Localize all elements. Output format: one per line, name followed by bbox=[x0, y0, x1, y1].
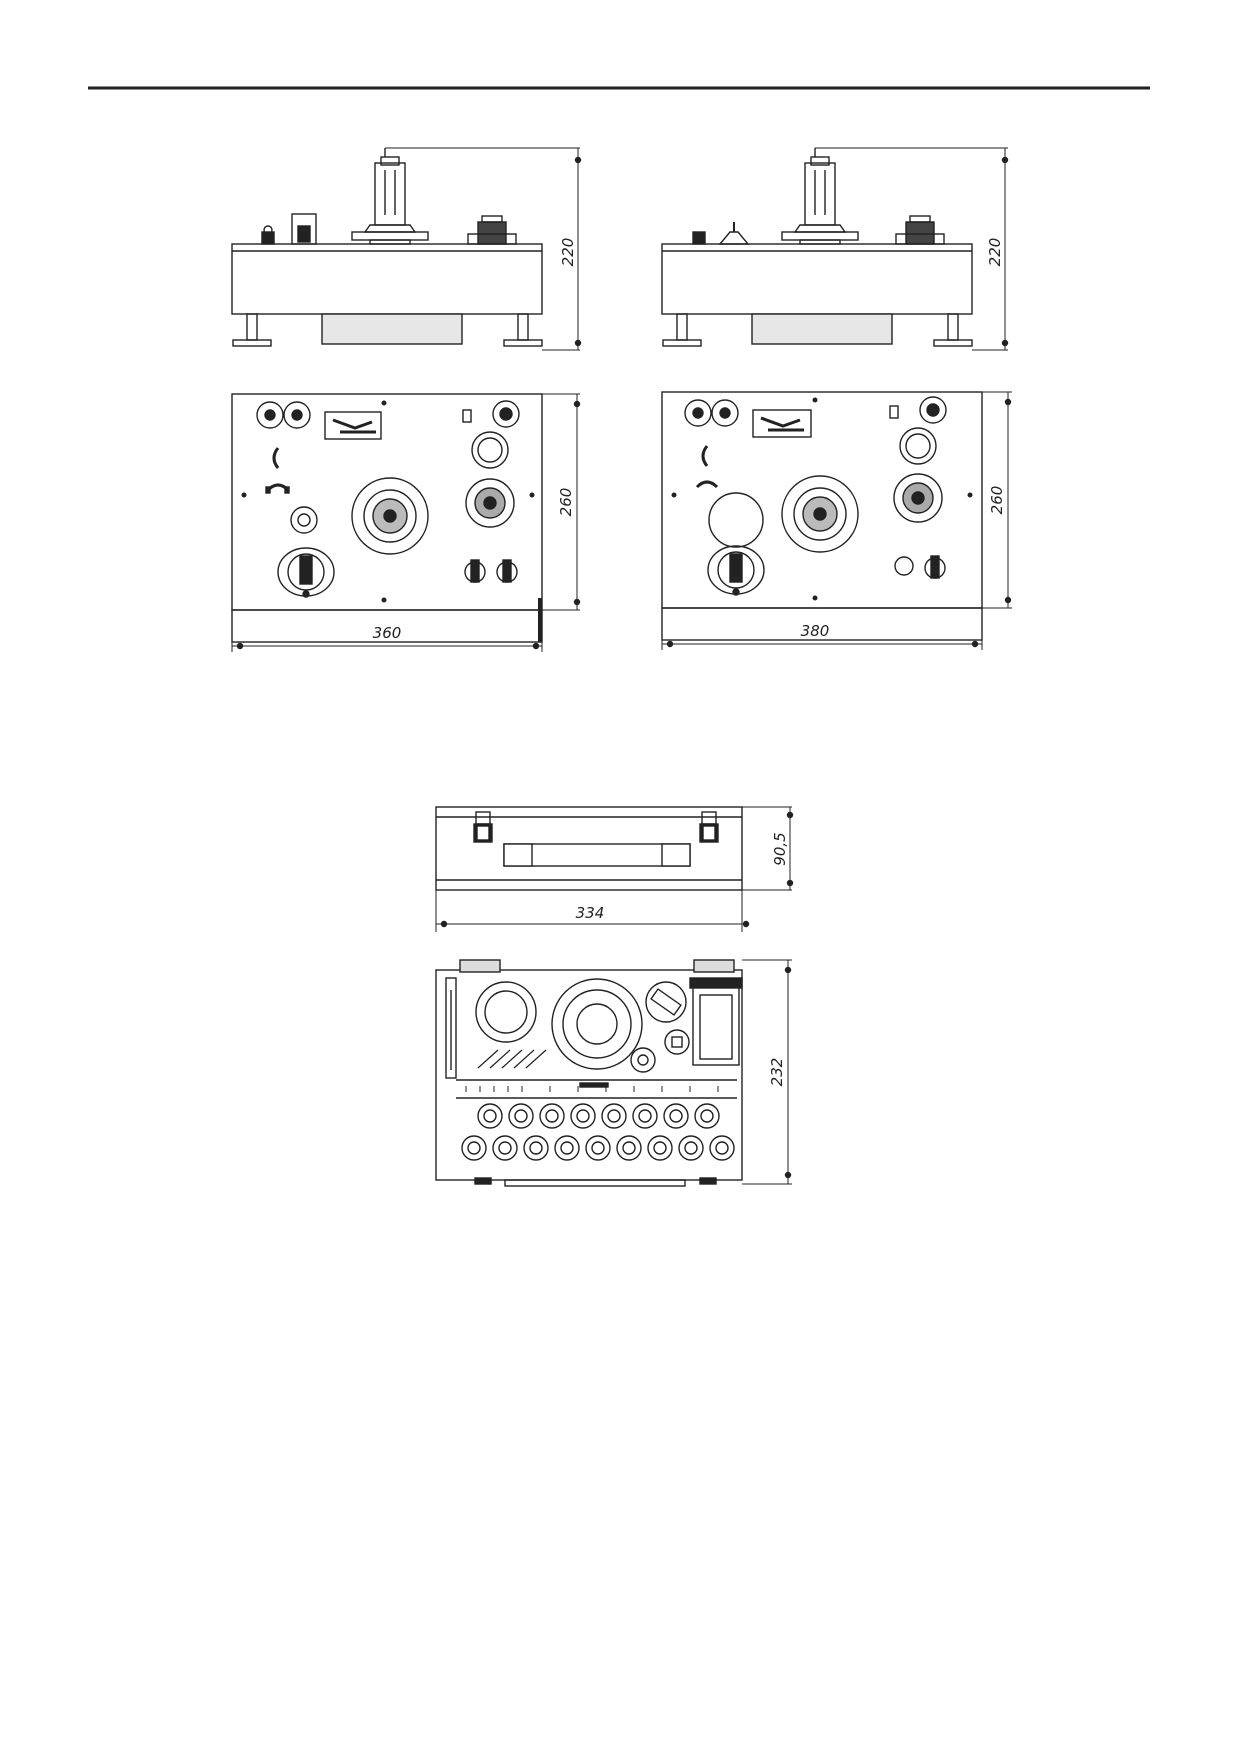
unit-b-height-label: 220 bbox=[986, 238, 1004, 267]
case-side-view: 90,5 334 bbox=[435, 806, 794, 932]
unit-a-height-label: 220 bbox=[559, 238, 577, 267]
case-top-view: 232 bbox=[435, 959, 792, 1187]
unit-a-top-view: 360 260 bbox=[231, 393, 581, 652]
case-width-label: 334 bbox=[576, 904, 605, 922]
unit-a-width-label: 360 bbox=[373, 624, 402, 642]
case-depth-label: 90,5 bbox=[771, 832, 789, 865]
unit-a-depth-label: 260 bbox=[557, 488, 575, 517]
unit-b-top-view: 380 260 bbox=[661, 391, 1012, 650]
unit-b-side-view: 220 bbox=[661, 147, 1009, 351]
case-height-label: 232 bbox=[768, 1058, 786, 1087]
unit-b-width-label: 380 bbox=[801, 622, 830, 640]
unit-b-depth-label: 260 bbox=[988, 486, 1006, 515]
unit-a-side-view: 220 bbox=[231, 147, 582, 351]
